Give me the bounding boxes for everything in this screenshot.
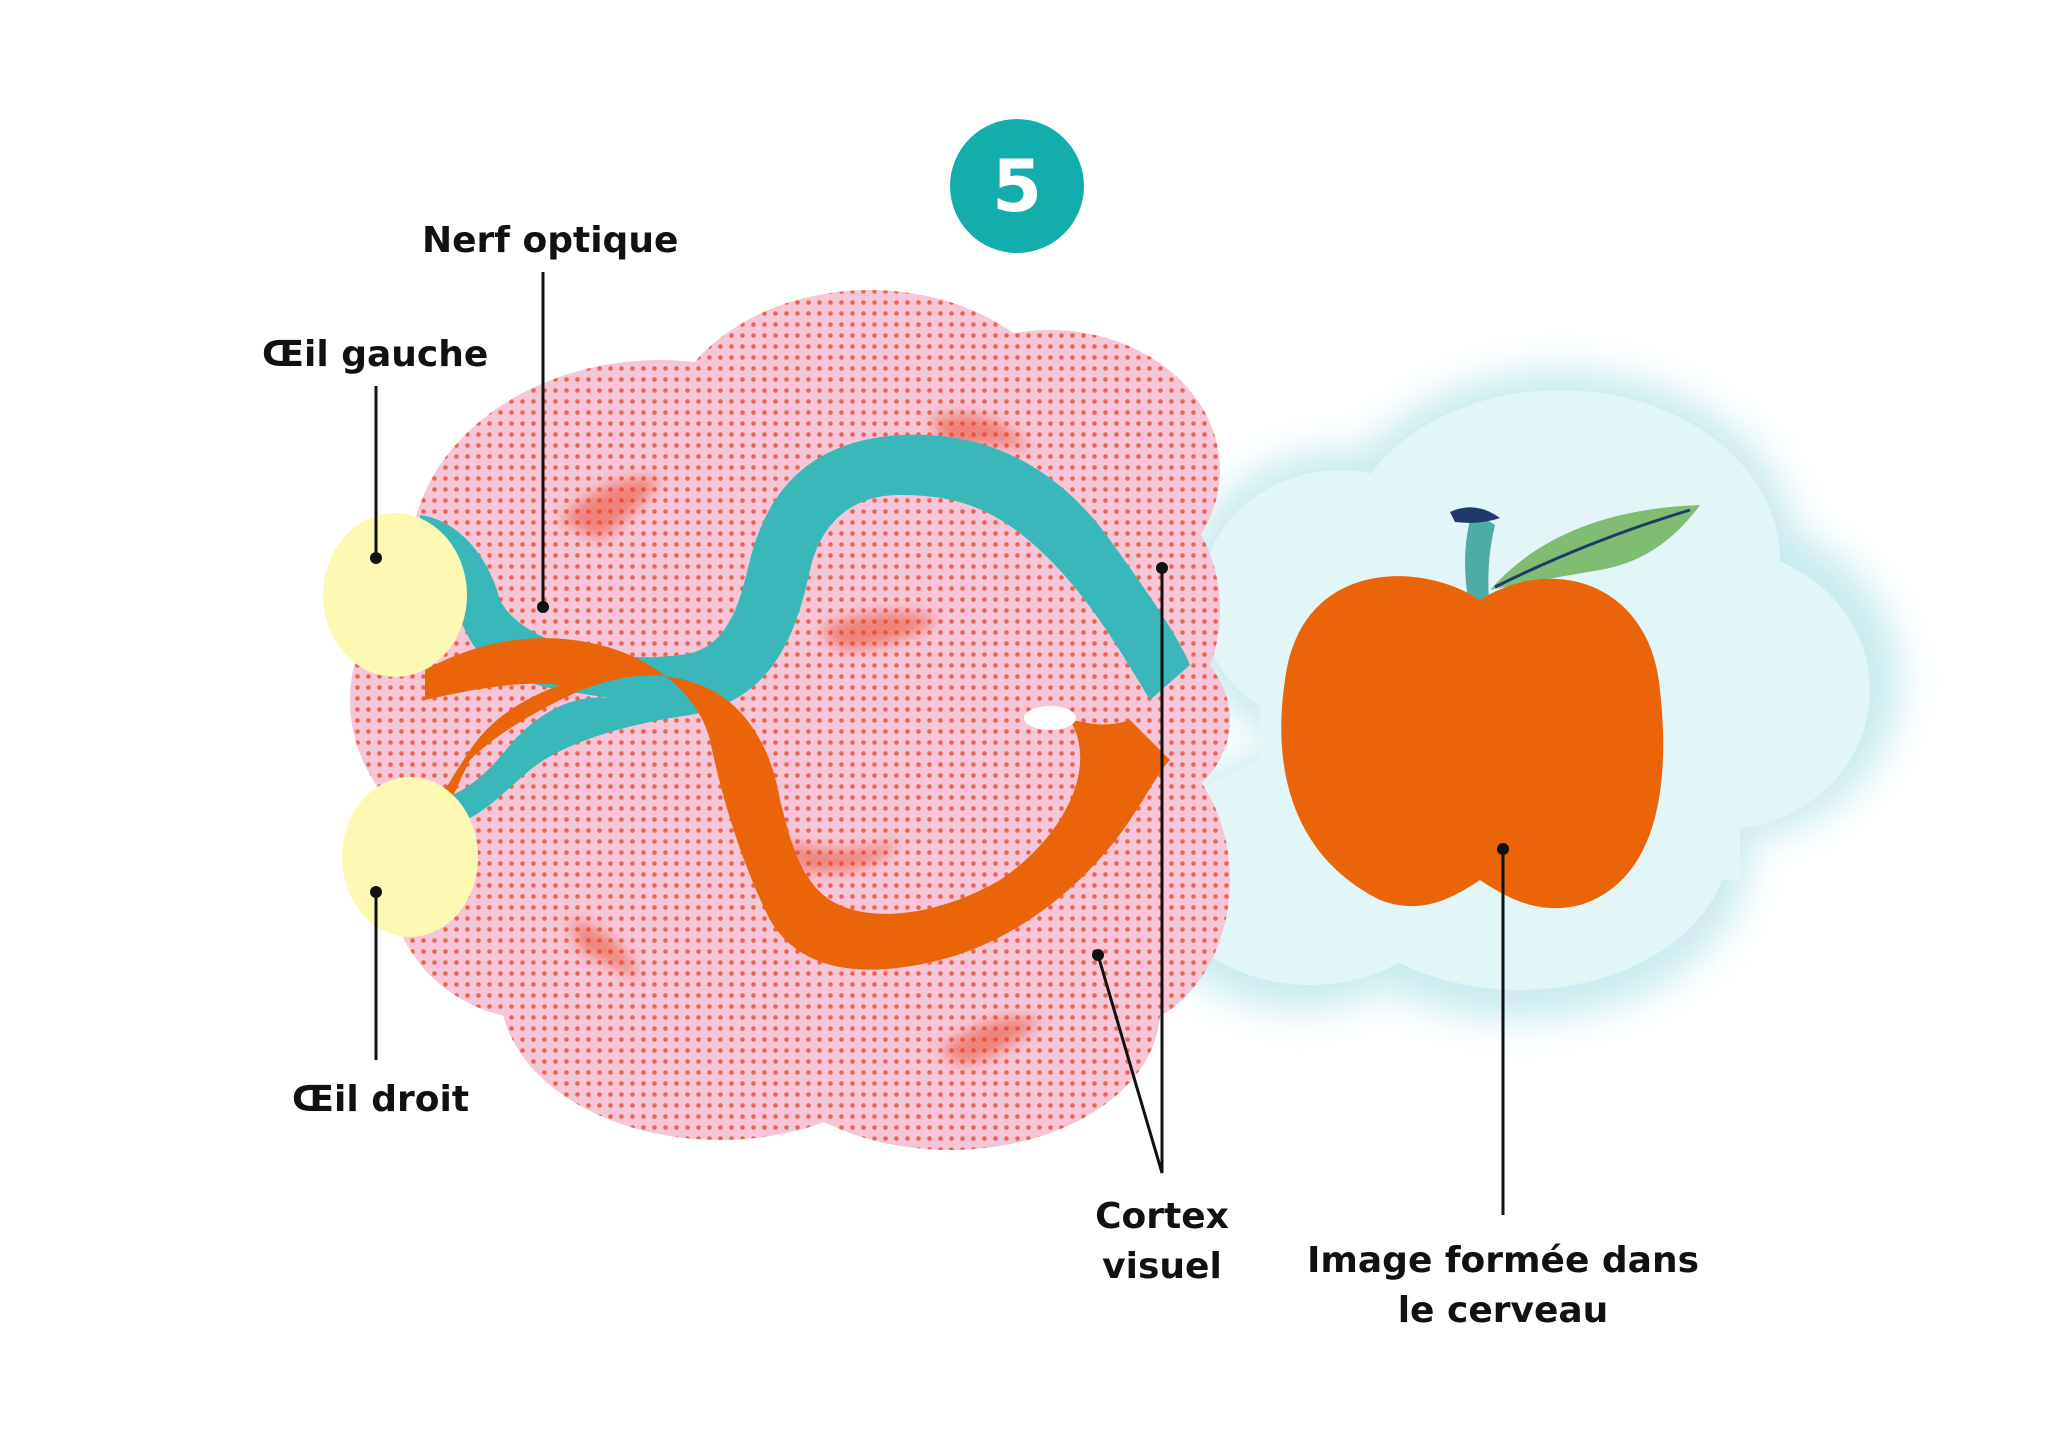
apple-illustration (1281, 505, 1700, 909)
image-dot (1497, 843, 1509, 855)
right-eye-shape (342, 777, 478, 937)
leader-dots (370, 552, 1509, 961)
visual-cortex-label: Cortex visuel (1095, 1192, 1229, 1292)
apple-leaf-vein (1494, 508, 1691, 589)
apple-stem (1465, 518, 1495, 612)
left-eye-shape (323, 513, 467, 677)
visual-cortex-label-line1: Cortex (1095, 1196, 1229, 1237)
visual-cortex-label-line2: visuel (1102, 1246, 1222, 1287)
optic-nerve-label: Nerf optique (422, 220, 679, 261)
left-eye-label: Œil gauche (262, 334, 489, 375)
optic-pathways (420, 434, 1190, 970)
cortex-upper-dot (1156, 562, 1168, 574)
right-eye-label: Œil droit (292, 1079, 470, 1120)
brain-image-label: Image formée dans le cerveau (1307, 1236, 1699, 1336)
brain-folds (560, 414, 1040, 1065)
apple-leaf (1490, 505, 1700, 590)
cortex-leader (1096, 568, 1164, 1174)
step-number-badge: 5 (950, 119, 1084, 253)
right-eye-dot (370, 886, 382, 898)
step-number: 5 (991, 144, 1043, 228)
brain-image-label-line2: le cerveau (1397, 1290, 1609, 1331)
cortex-lower-dot (1092, 949, 1104, 961)
left-eye-dot (370, 552, 382, 564)
orange-pathway (425, 638, 1170, 970)
leader-lines (374, 272, 1505, 1215)
optic-nerve-dot (537, 601, 549, 613)
apple-stem-cap (1450, 507, 1500, 523)
teal-pathway (420, 434, 1190, 830)
brain-shape (350, 290, 1230, 1150)
brain-image-label-line1: Image formée dans (1306, 1240, 1700, 1281)
apple-body (1281, 576, 1664, 909)
